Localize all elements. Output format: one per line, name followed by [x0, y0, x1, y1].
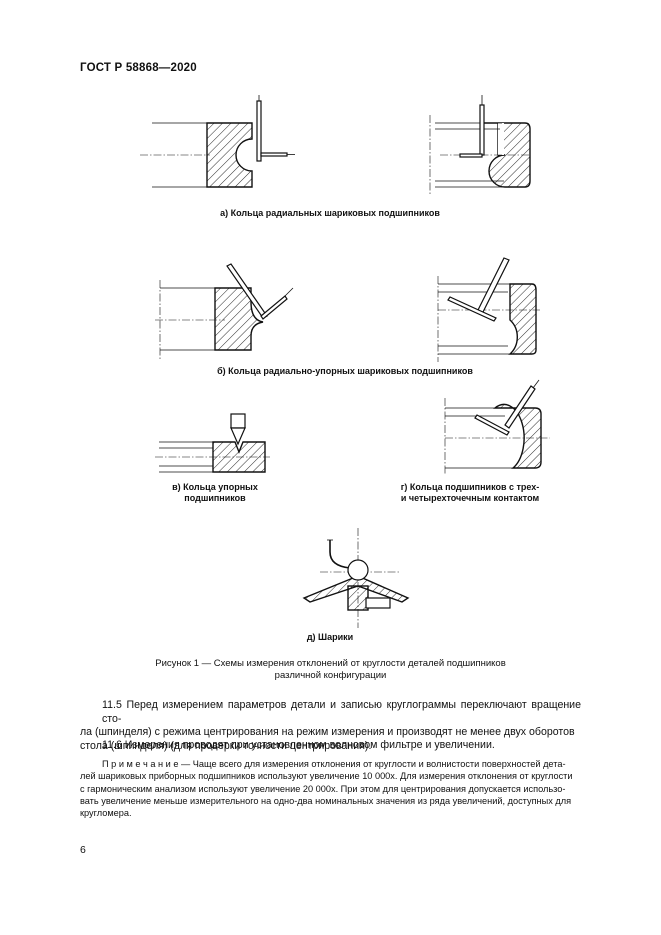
- figure-title-line2: различной конфигурации: [274, 670, 387, 681]
- figure-title: Рисунок 1 — Схемы измерения отклонений о…: [100, 658, 561, 682]
- paragraph-11-5: 11.5 Перед измерением параметров детали …: [80, 699, 581, 753]
- page-number: 6: [80, 844, 86, 856]
- paragraph-11-5-line3: стола (шпинделя) (для проверки точности …: [80, 739, 372, 752]
- paragraph-11-5-line2: ла (шпинделя) с режима центрирования на …: [80, 726, 575, 738]
- diagram-d: [302, 528, 410, 628]
- caption-v-line2: подшипников: [184, 493, 246, 503]
- note-line2: лей шариковых приборных подшипников испо…: [80, 771, 573, 782]
- diagram-b-right: [437, 257, 540, 362]
- note-line3: с гармоническим анализом используют увел…: [80, 783, 566, 794]
- caption-g-line1: г) Кольца подшипников с трех-: [400, 482, 540, 492]
- note-line5: кругломера.: [80, 808, 132, 819]
- note-line4: вать увеличение меньше измерительного на…: [80, 795, 572, 806]
- caption-v-line1: в) Кольца упорных: [172, 482, 258, 492]
- caption-v: в) Кольца упорных подшипников: [150, 482, 280, 504]
- caption-a: а) Кольца радиальных шариковых подшипник…: [220, 208, 440, 218]
- diagram-b-left: [155, 263, 294, 360]
- diagram-g: [444, 379, 550, 475]
- caption-g: г) Кольца подшипников с трех- и четырехт…: [380, 482, 560, 504]
- standard-header: ГОСТ Р 58868—2020: [80, 62, 197, 74]
- note: П р и м е ч а н и е — Чаще всего для изм…: [80, 758, 581, 819]
- diagram-a-right: [429, 95, 531, 195]
- caption-d: д) Шарики: [306, 632, 354, 642]
- diagram-v: [155, 413, 270, 473]
- note-line1: П р и м е ч а н и е — Чаще всего для изм…: [102, 759, 566, 769]
- paragraph-11-6: 11.6 Измерения проводят при установленно…: [102, 739, 495, 751]
- figure-title-line1: Рисунок 1 — Схемы измерения отклонений о…: [155, 658, 506, 669]
- caption-g-line2: и четырехточечным контактом: [400, 493, 540, 503]
- paragraph-11-5-line1: 11.5 Перед измерением параметров детали …: [102, 699, 581, 725]
- diagram-a-left: [140, 95, 295, 188]
- caption-b: б) Кольца радиально-упорных шариковых по…: [217, 366, 473, 376]
